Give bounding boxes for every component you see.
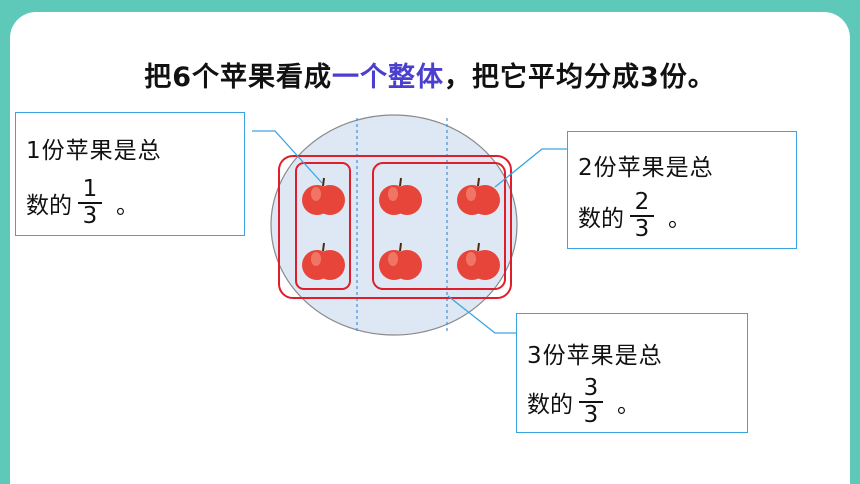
fraction-denominator: 3 [82,203,98,229]
fraction-denominator: 3 [583,402,599,428]
fraction-numerator: 3 [583,375,599,401]
apple-icon [302,177,345,215]
fraction-denominator: 3 [634,216,650,242]
fraction-bar [78,202,102,204]
connector-line [494,148,567,188]
connector-line [252,130,323,184]
apple-icon [457,177,500,215]
box-line2-text: 数的 [578,206,624,232]
box-line2: 数的 2 3 。 [578,190,691,242]
box-line2: 数的 3 3 。 [527,376,640,428]
apple-icon [302,242,345,280]
title-after: ，把它平均分成3份。 [444,62,716,93]
connector-line [447,295,518,334]
apple-group [302,177,500,280]
box-line1: 3份苹果是总 [527,343,663,369]
apple-icon [379,242,422,280]
box-line2-text: 数的 [26,193,72,219]
fraction: 2 3 [630,190,654,242]
apple-icon [379,177,422,215]
fraction-bar [579,401,603,403]
group-rect-two-parts [372,162,506,290]
group-rect-three-parts [278,155,512,299]
box-period: 。 [668,206,691,232]
box-period: 。 [617,392,640,418]
fraction-bar [630,215,654,217]
title-highlight: 一个整体 [332,62,444,93]
label-box-two-parts: 2份苹果是总 数的 2 3 。 [567,131,797,249]
box-line1: 2份苹果是总 [578,155,714,181]
box-period: 。 [116,193,139,219]
group-rect-one-part [295,162,351,290]
label-box-three-parts: 3份苹果是总 数的 3 3 。 [516,313,748,433]
fraction: 1 3 [78,177,102,229]
title-before: 把6个苹果看成 [144,62,332,93]
box-line1: 1份苹果是总 [26,138,162,164]
fraction-numerator: 2 [634,189,650,215]
box-line2-text: 数的 [527,392,573,418]
fraction: 3 3 [579,376,603,428]
slide-title: 把6个苹果看成一个整体，把它平均分成3份。 [0,55,860,94]
whole-ellipse [270,114,518,336]
fraction-numerator: 1 [82,176,98,202]
box-line2: 数的 1 3 。 [26,177,139,229]
apple-icon [457,242,500,280]
label-box-one-part: 1份苹果是总 数的 1 3 。 [15,112,245,236]
